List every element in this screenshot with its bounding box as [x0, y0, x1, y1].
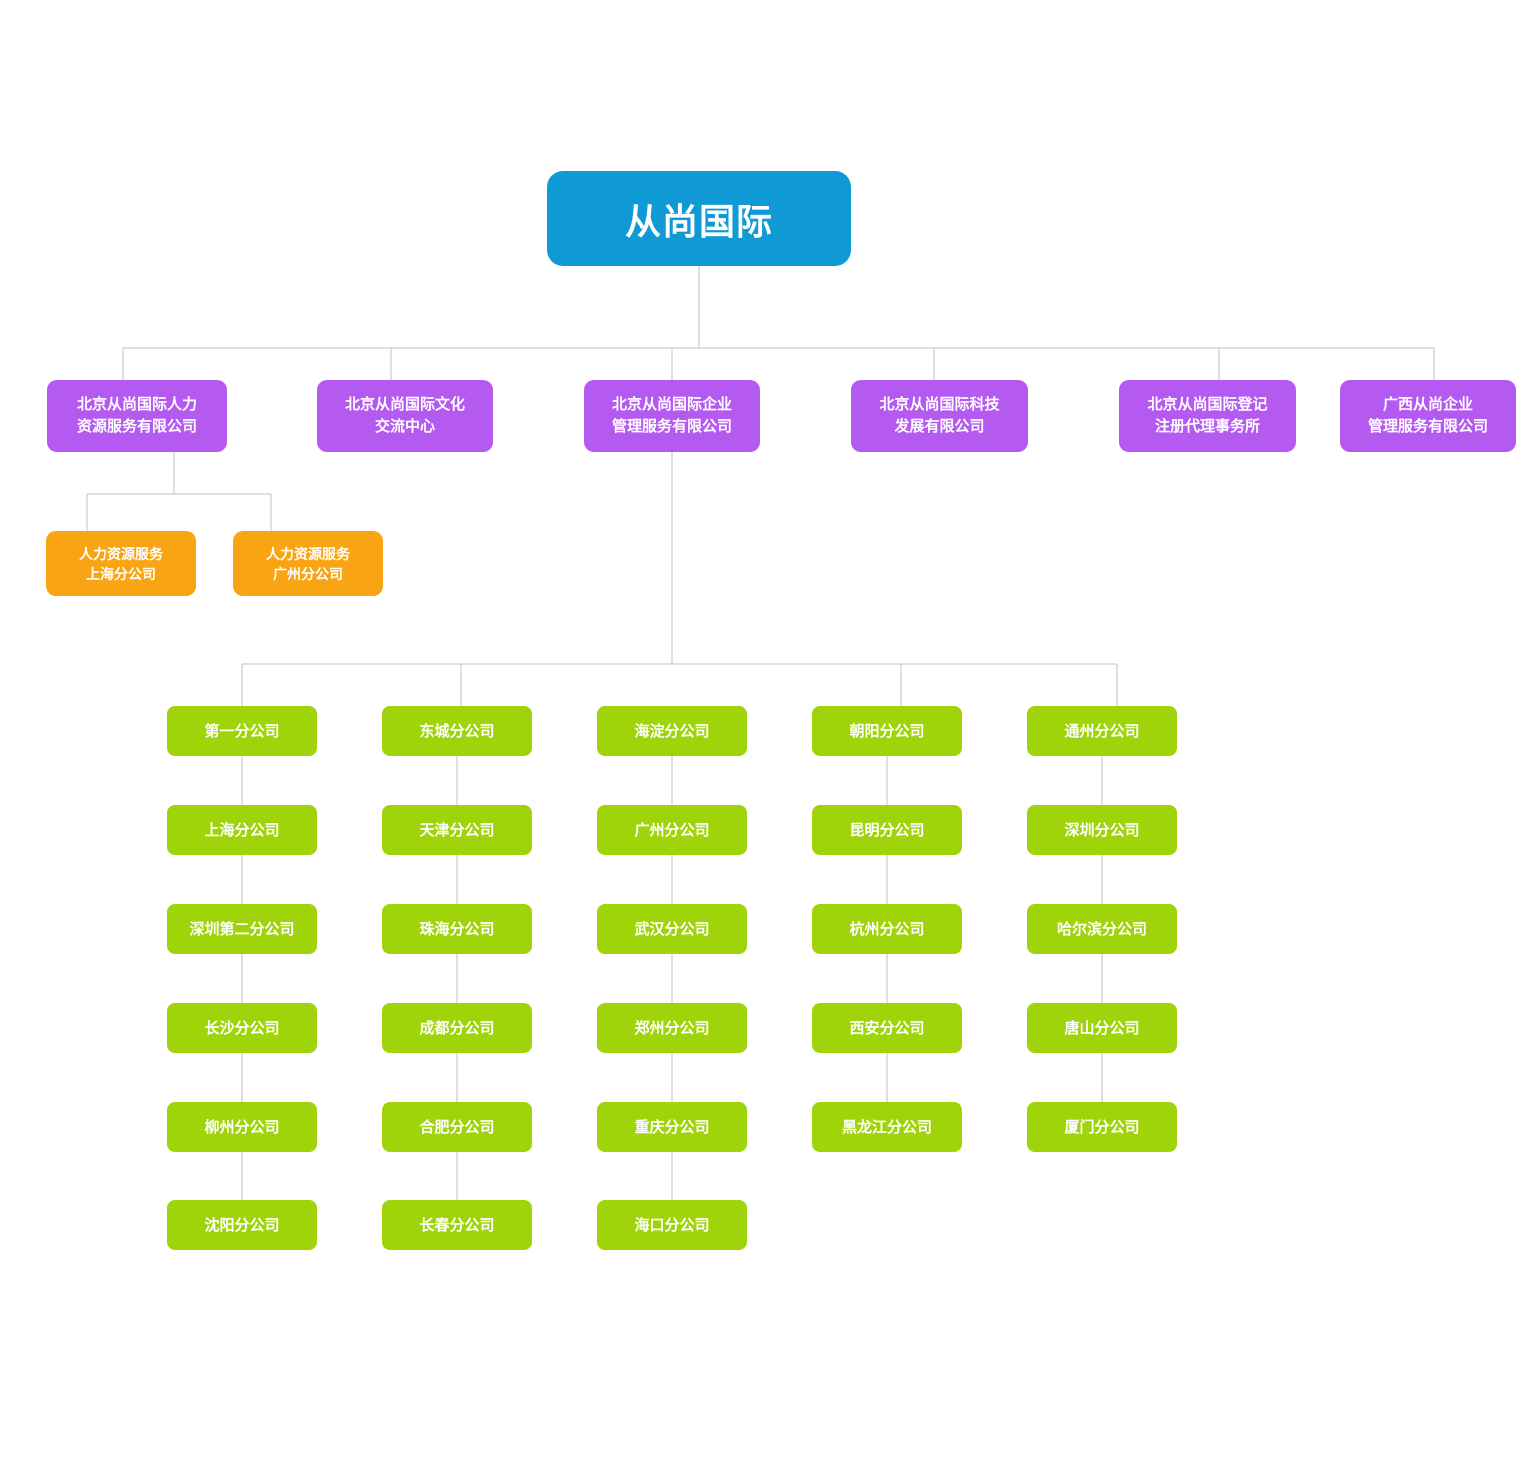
branch-node: 唐山分公司: [1027, 1003, 1177, 1053]
branch-node: 黑龙江分公司: [812, 1102, 962, 1152]
branch-node: 西安分公司: [812, 1003, 962, 1053]
branch-node: 柳州分公司: [167, 1102, 317, 1152]
subsidiary-node-registration-agency: 北京从尚国际登记 注册代理事务所: [1119, 380, 1296, 452]
branch-node: 第一分公司: [167, 706, 317, 756]
branch-node: 上海分公司: [167, 805, 317, 855]
subsidiary-node-tech-development: 北京从尚国际科技 发展有限公司: [851, 380, 1028, 452]
branch-node: 东城分公司: [382, 706, 532, 756]
branch-node: 合肥分公司: [382, 1102, 532, 1152]
hr-branch-node-shanghai: 人力资源服务 上海分公司: [46, 531, 196, 596]
hr-branch-node-guangzhou: 人力资源服务 广州分公司: [233, 531, 383, 596]
root-company-node: 从尚国际: [547, 171, 851, 266]
branch-node: 沈阳分公司: [167, 1200, 317, 1250]
branch-node: 深圳第二分公司: [167, 904, 317, 954]
branch-node: 海口分公司: [597, 1200, 747, 1250]
branch-node: 海淀分公司: [597, 706, 747, 756]
subsidiary-node-culture-exchange: 北京从尚国际文化 交流中心: [317, 380, 493, 452]
branch-node: 杭州分公司: [812, 904, 962, 954]
branch-node: 朝阳分公司: [812, 706, 962, 756]
subsidiary-node-enterprise-management: 北京从尚国际企业 管理服务有限公司: [584, 380, 760, 452]
branch-node: 成都分公司: [382, 1003, 532, 1053]
branch-node: 武汉分公司: [597, 904, 747, 954]
subsidiary-node-hr-services: 北京从尚国际人力 资源服务有限公司: [47, 380, 227, 452]
branch-node: 天津分公司: [382, 805, 532, 855]
branch-node: 广州分公司: [597, 805, 747, 855]
branch-node: 重庆分公司: [597, 1102, 747, 1152]
branch-node: 长春分公司: [382, 1200, 532, 1250]
branch-node: 珠海分公司: [382, 904, 532, 954]
branch-node: 厦门分公司: [1027, 1102, 1177, 1152]
subsidiary-node-guangxi-management: 广西从尚企业 管理服务有限公司: [1340, 380, 1516, 452]
branch-node: 哈尔滨分公司: [1027, 904, 1177, 954]
branch-node: 通州分公司: [1027, 706, 1177, 756]
branch-node: 昆明分公司: [812, 805, 962, 855]
branch-node: 长沙分公司: [167, 1003, 317, 1053]
branch-node: 深圳分公司: [1027, 805, 1177, 855]
branch-node: 郑州分公司: [597, 1003, 747, 1053]
